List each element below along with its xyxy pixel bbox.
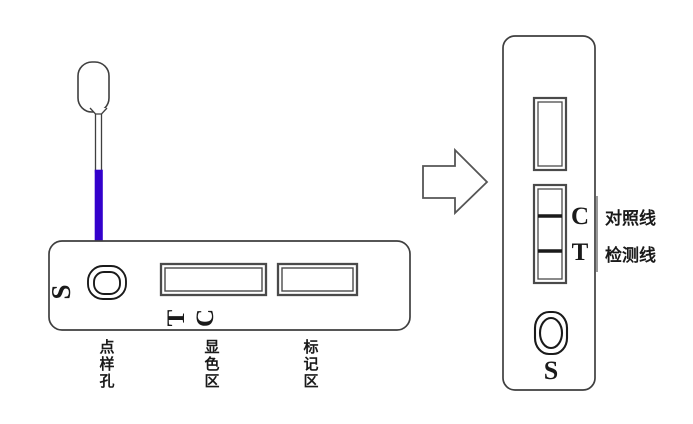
- control-band-letter-horizontal: C: [192, 309, 219, 327]
- swab-neck: [89, 107, 108, 115]
- sample-port-letter-vertical: S: [544, 356, 558, 385]
- swab-head: [77, 61, 110, 113]
- control-line-label: 对照线: [605, 208, 656, 229]
- test-band-letter-vertical: T: [572, 239, 589, 266]
- result-window-inner: [537, 188, 563, 280]
- marker-window-outer: [532, 96, 568, 172]
- cassette-body-vertical: [502, 35, 596, 391]
- caption-sample-hole-char-2: 孔: [99, 372, 114, 390]
- cassette-horizontal: S T C: [46, 240, 411, 331]
- caption-color-zone: 显色区: [212, 338, 257, 356]
- sample-swab: [77, 61, 110, 285]
- caption-marker-zone-char-0: 标: [302, 338, 318, 356]
- left-panel-captions: 点 样 孔 点样孔 显 色 区 显色区 标 记 区 标记区: [99, 338, 356, 390]
- test-line-label: 检测线: [605, 245, 656, 266]
- caption-color-zone-char-1: 色: [204, 355, 219, 373]
- process-arrow: [422, 147, 489, 216]
- sample-port-outer-horizontal: [87, 265, 127, 300]
- caption-sample-hole-char-1: 样: [99, 355, 114, 373]
- control-band-letter-vertical: C: [571, 203, 589, 230]
- caption-marker-zone-char-1: 记: [303, 355, 318, 373]
- test-band-letter-horizontal: T: [163, 309, 190, 326]
- color-zone-window-outer: [159, 262, 268, 297]
- right-panel-annotations: 对照线 检测线: [596, 196, 656, 272]
- cassette-vertical: S C T: [502, 35, 596, 391]
- arrow-right-icon: [422, 147, 489, 216]
- caption-sample-hole: 点样孔: [107, 338, 152, 356]
- caption-sample-hole-char-0: 点: [99, 338, 114, 356]
- swab-shaft-upper: [94, 110, 103, 173]
- sample-port-outer-vertical: [533, 310, 569, 356]
- result-window-outer: [532, 183, 568, 285]
- sample-port-letter-horizontal: S: [46, 284, 76, 299]
- marker-zone-window-inner: [281, 267, 354, 292]
- caption-color-zone-char-2: 区: [204, 372, 219, 390]
- caption-marker-zone: 标记区: [310, 338, 356, 356]
- sample-port-inner-vertical: [538, 316, 564, 350]
- caption-color-zone-char-0: 显: [204, 338, 219, 356]
- caption-marker-zone-char-2: 区: [303, 372, 318, 390]
- marker-zone-window-outer: [276, 262, 359, 297]
- color-zone-window-inner: [164, 267, 263, 292]
- sample-port-inner-horizontal: [93, 271, 121, 295]
- marker-window-inner: [537, 101, 563, 167]
